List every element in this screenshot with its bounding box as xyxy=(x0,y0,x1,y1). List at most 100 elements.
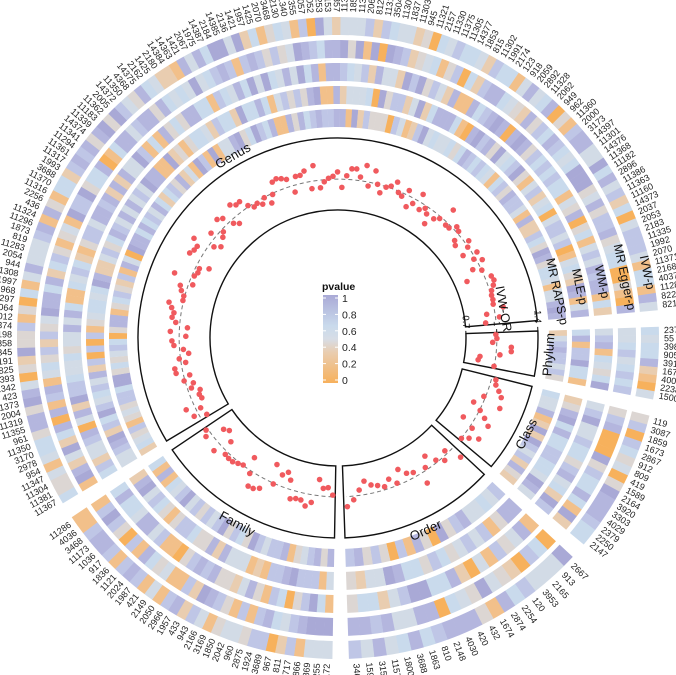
or-point xyxy=(422,453,428,459)
or-point xyxy=(458,435,465,442)
or-point xyxy=(344,503,351,510)
sector-phylum: Phylum xyxy=(462,330,558,377)
or-point xyxy=(298,497,304,503)
heat-ring-mr-egger-p-genus xyxy=(39,40,635,492)
sample-label: 2717 xyxy=(280,659,293,675)
heat-ring-mr-raps-p-phylum xyxy=(545,330,567,382)
or-point xyxy=(349,166,355,172)
sample-label: 2012 xyxy=(0,311,13,322)
sample-label: 11579 xyxy=(390,658,404,675)
sample-label: 11297 xyxy=(0,292,15,305)
or-point xyxy=(206,266,212,272)
or-point xyxy=(368,482,374,488)
or-point xyxy=(251,454,258,461)
or-point xyxy=(325,484,331,491)
or-point xyxy=(191,235,197,242)
or-point xyxy=(424,480,431,486)
or-point xyxy=(475,356,481,363)
or-axis-tick: 1.4 xyxy=(531,310,542,324)
or-point xyxy=(410,469,417,476)
or-point xyxy=(469,425,475,432)
or-point xyxy=(256,485,263,492)
or-point xyxy=(190,380,197,386)
or-point xyxy=(374,181,381,188)
or-point xyxy=(460,252,466,259)
or-point xyxy=(381,483,388,490)
sample-label: 3919 xyxy=(663,358,676,370)
or-point xyxy=(494,335,500,342)
sample-label: 2168 xyxy=(656,261,676,275)
or-point xyxy=(455,228,462,235)
or-point xyxy=(497,405,503,412)
or-point xyxy=(481,415,488,422)
or-point xyxy=(245,202,251,209)
or-point xyxy=(228,438,234,445)
legend-title: pvalue xyxy=(322,281,355,293)
or-point xyxy=(353,166,360,172)
or-point xyxy=(191,247,197,253)
or-point xyxy=(220,229,227,235)
sample-label: 2172 xyxy=(321,664,332,675)
sample-label: 822 xyxy=(661,289,676,301)
or-point xyxy=(497,352,503,358)
sample-label: 11393 xyxy=(0,373,15,386)
or-point xyxy=(451,237,458,244)
sample-label: 11358 xyxy=(0,338,12,348)
or-point xyxy=(191,273,198,279)
or-point xyxy=(321,179,328,185)
legend-tick-label: 0 xyxy=(342,375,348,387)
or-point xyxy=(176,356,183,362)
sample-label: 11345 xyxy=(0,347,13,358)
sample-label: 1800 xyxy=(402,656,416,675)
sample-label: 11374 xyxy=(0,320,12,331)
or-point xyxy=(465,238,472,244)
sample-label: 423 xyxy=(1,390,18,403)
sample-label: 1869 xyxy=(300,662,312,675)
heat-ring-mr-raps-p-genus xyxy=(108,108,567,456)
heat-ring-wm-p-genus xyxy=(63,63,612,480)
or-point xyxy=(197,405,204,411)
or-point xyxy=(377,189,383,196)
sample-label: 11357 xyxy=(332,0,342,12)
or-point xyxy=(186,250,193,256)
or-point xyxy=(479,267,485,273)
or-point xyxy=(441,457,448,464)
heat-ring-mr-raps-p-class xyxy=(499,389,561,486)
or-point xyxy=(452,242,459,249)
or-point xyxy=(236,220,243,227)
sample-label: 11287 xyxy=(659,279,676,293)
or-point xyxy=(173,370,179,377)
or-point xyxy=(180,297,186,304)
sample-label: 1851 xyxy=(348,0,359,13)
or-point xyxy=(423,211,430,217)
sample-label: 11355 xyxy=(285,0,298,16)
or-point xyxy=(269,200,275,206)
sector-family: Family xyxy=(171,408,337,539)
or-point xyxy=(420,191,426,198)
or-point xyxy=(464,278,470,285)
or-point xyxy=(488,292,495,299)
or-point xyxy=(301,168,307,174)
or-point xyxy=(235,460,241,467)
or-point xyxy=(433,457,439,463)
sample-label: 1866 xyxy=(290,661,302,675)
or-point xyxy=(309,185,315,192)
sample-label: 11371 xyxy=(654,251,676,266)
or-point xyxy=(442,447,448,454)
sample-label: 2070 xyxy=(651,243,673,258)
sample-label: 1837 xyxy=(409,0,423,22)
or-point xyxy=(297,172,303,179)
or-point xyxy=(302,503,308,509)
or-point xyxy=(430,216,437,222)
or-point xyxy=(470,399,477,405)
legend-colorbar xyxy=(323,295,338,383)
heat-ring-mr-egger-p-phylum xyxy=(612,327,636,396)
sample-label: 961 xyxy=(12,433,29,447)
or-point xyxy=(325,175,332,182)
or-point xyxy=(177,282,184,289)
or-point xyxy=(446,225,452,231)
heat-ring-ivw-p-family xyxy=(71,507,333,659)
or-point xyxy=(485,423,491,430)
or-point xyxy=(279,472,286,478)
